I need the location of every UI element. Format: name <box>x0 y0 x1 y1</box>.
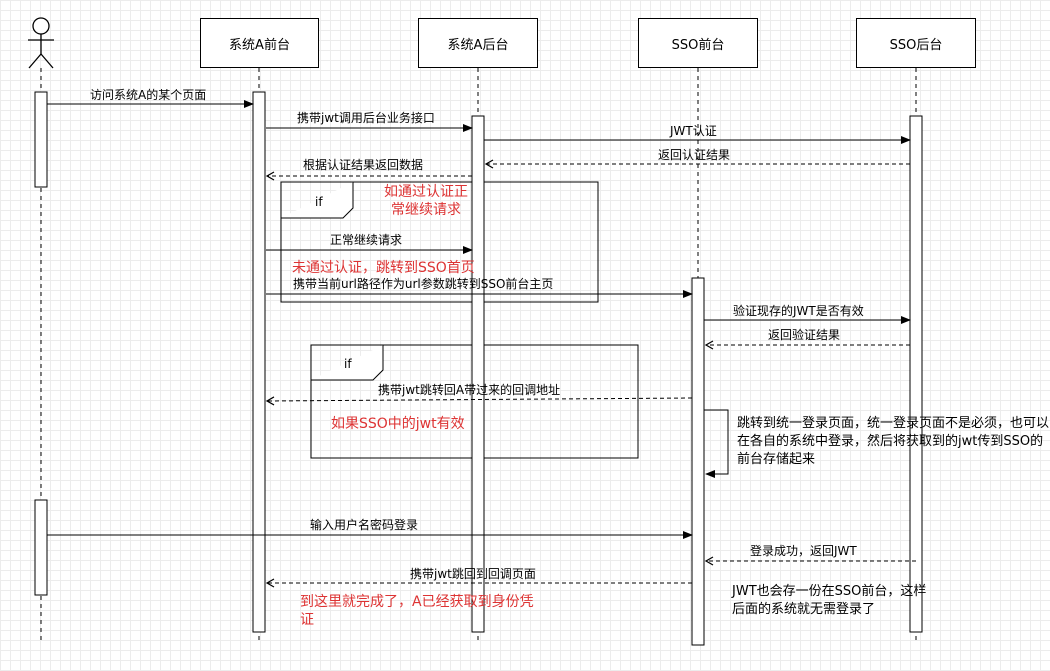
activation-a-front <box>252 91 266 633</box>
activation-actor-1 <box>34 91 48 188</box>
actor-icon <box>28 17 54 69</box>
msg-label-jwt-auth: JWT认证 <box>670 124 717 138</box>
msg-label-login-success: 登录成功，返回JWT <box>750 544 857 558</box>
note-sso-jwt-valid: 如果SSO中的jwt有效 <box>331 416 465 432</box>
msg-label-verify-jwt: 验证现存的JWT是否有效 <box>733 304 864 318</box>
frame-if-1 <box>280 181 599 303</box>
activation-sso-back <box>909 115 923 633</box>
msg-redirect-callback <box>265 396 693 406</box>
note-login-page: 跳转到统一登录页面，统一登录页面不是必须，也可以在各自的系统中登录，然后将获取到… <box>737 416 1050 467</box>
activation-actor-2 <box>34 499 48 596</box>
activation-sso-front <box>691 277 705 646</box>
frame-if-2-label: if <box>344 357 352 371</box>
msg-label-return-data: 根据认证结果返回数据 <box>303 158 424 172</box>
msg-self-login-page <box>704 409 729 478</box>
msg-label-continue: 正常继续请求 <box>330 233 403 247</box>
note-store-jwt: JWT也会存一份在SSO前台，这样后面的系统就无需登录了 <box>732 584 927 617</box>
msg-label-redirect-sso: 携带当前url路径作为url参数跳转到SSO前台主页 <box>293 277 554 291</box>
participant-a-back: 系统A后台 <box>418 18 538 68</box>
note-done: 到这里就完成了，A已经获取到身份凭证 <box>300 594 534 628</box>
frame-if-1-tag <box>281 182 354 219</box>
frame-if-2-tag <box>311 345 384 381</box>
msg-label-verify-result: 返回验证结果 <box>768 328 841 342</box>
participant-a-front: 系统A前台 <box>200 18 319 68</box>
msg-label-input-credentials: 输入用户名密码登录 <box>310 518 419 532</box>
participant-sso-front: SSO前台 <box>638 18 758 68</box>
participant-sso-back: SSO后台 <box>856 18 976 68</box>
frame-if-1-label: if <box>315 195 323 209</box>
msg-label-call-backend: 携带jwt调用后台业务接口 <box>297 111 435 125</box>
note-auth-ok: 如通过认证正常继续请求 <box>384 184 468 218</box>
activation-a-back <box>471 115 485 633</box>
msg-label-visit-page: 访问系统A的某个页面 <box>90 88 207 102</box>
msg-label-redirect-callback: 携带jwt跳转回A带过来的回调地址 <box>378 383 561 397</box>
msg-label-back-to-callback: 携带jwt跳回到回调页面 <box>410 567 536 581</box>
msg-label-auth-result: 返回认证结果 <box>658 148 731 162</box>
note-auth-fail: 未通过认证，跳转到SSO首页 <box>292 260 475 276</box>
